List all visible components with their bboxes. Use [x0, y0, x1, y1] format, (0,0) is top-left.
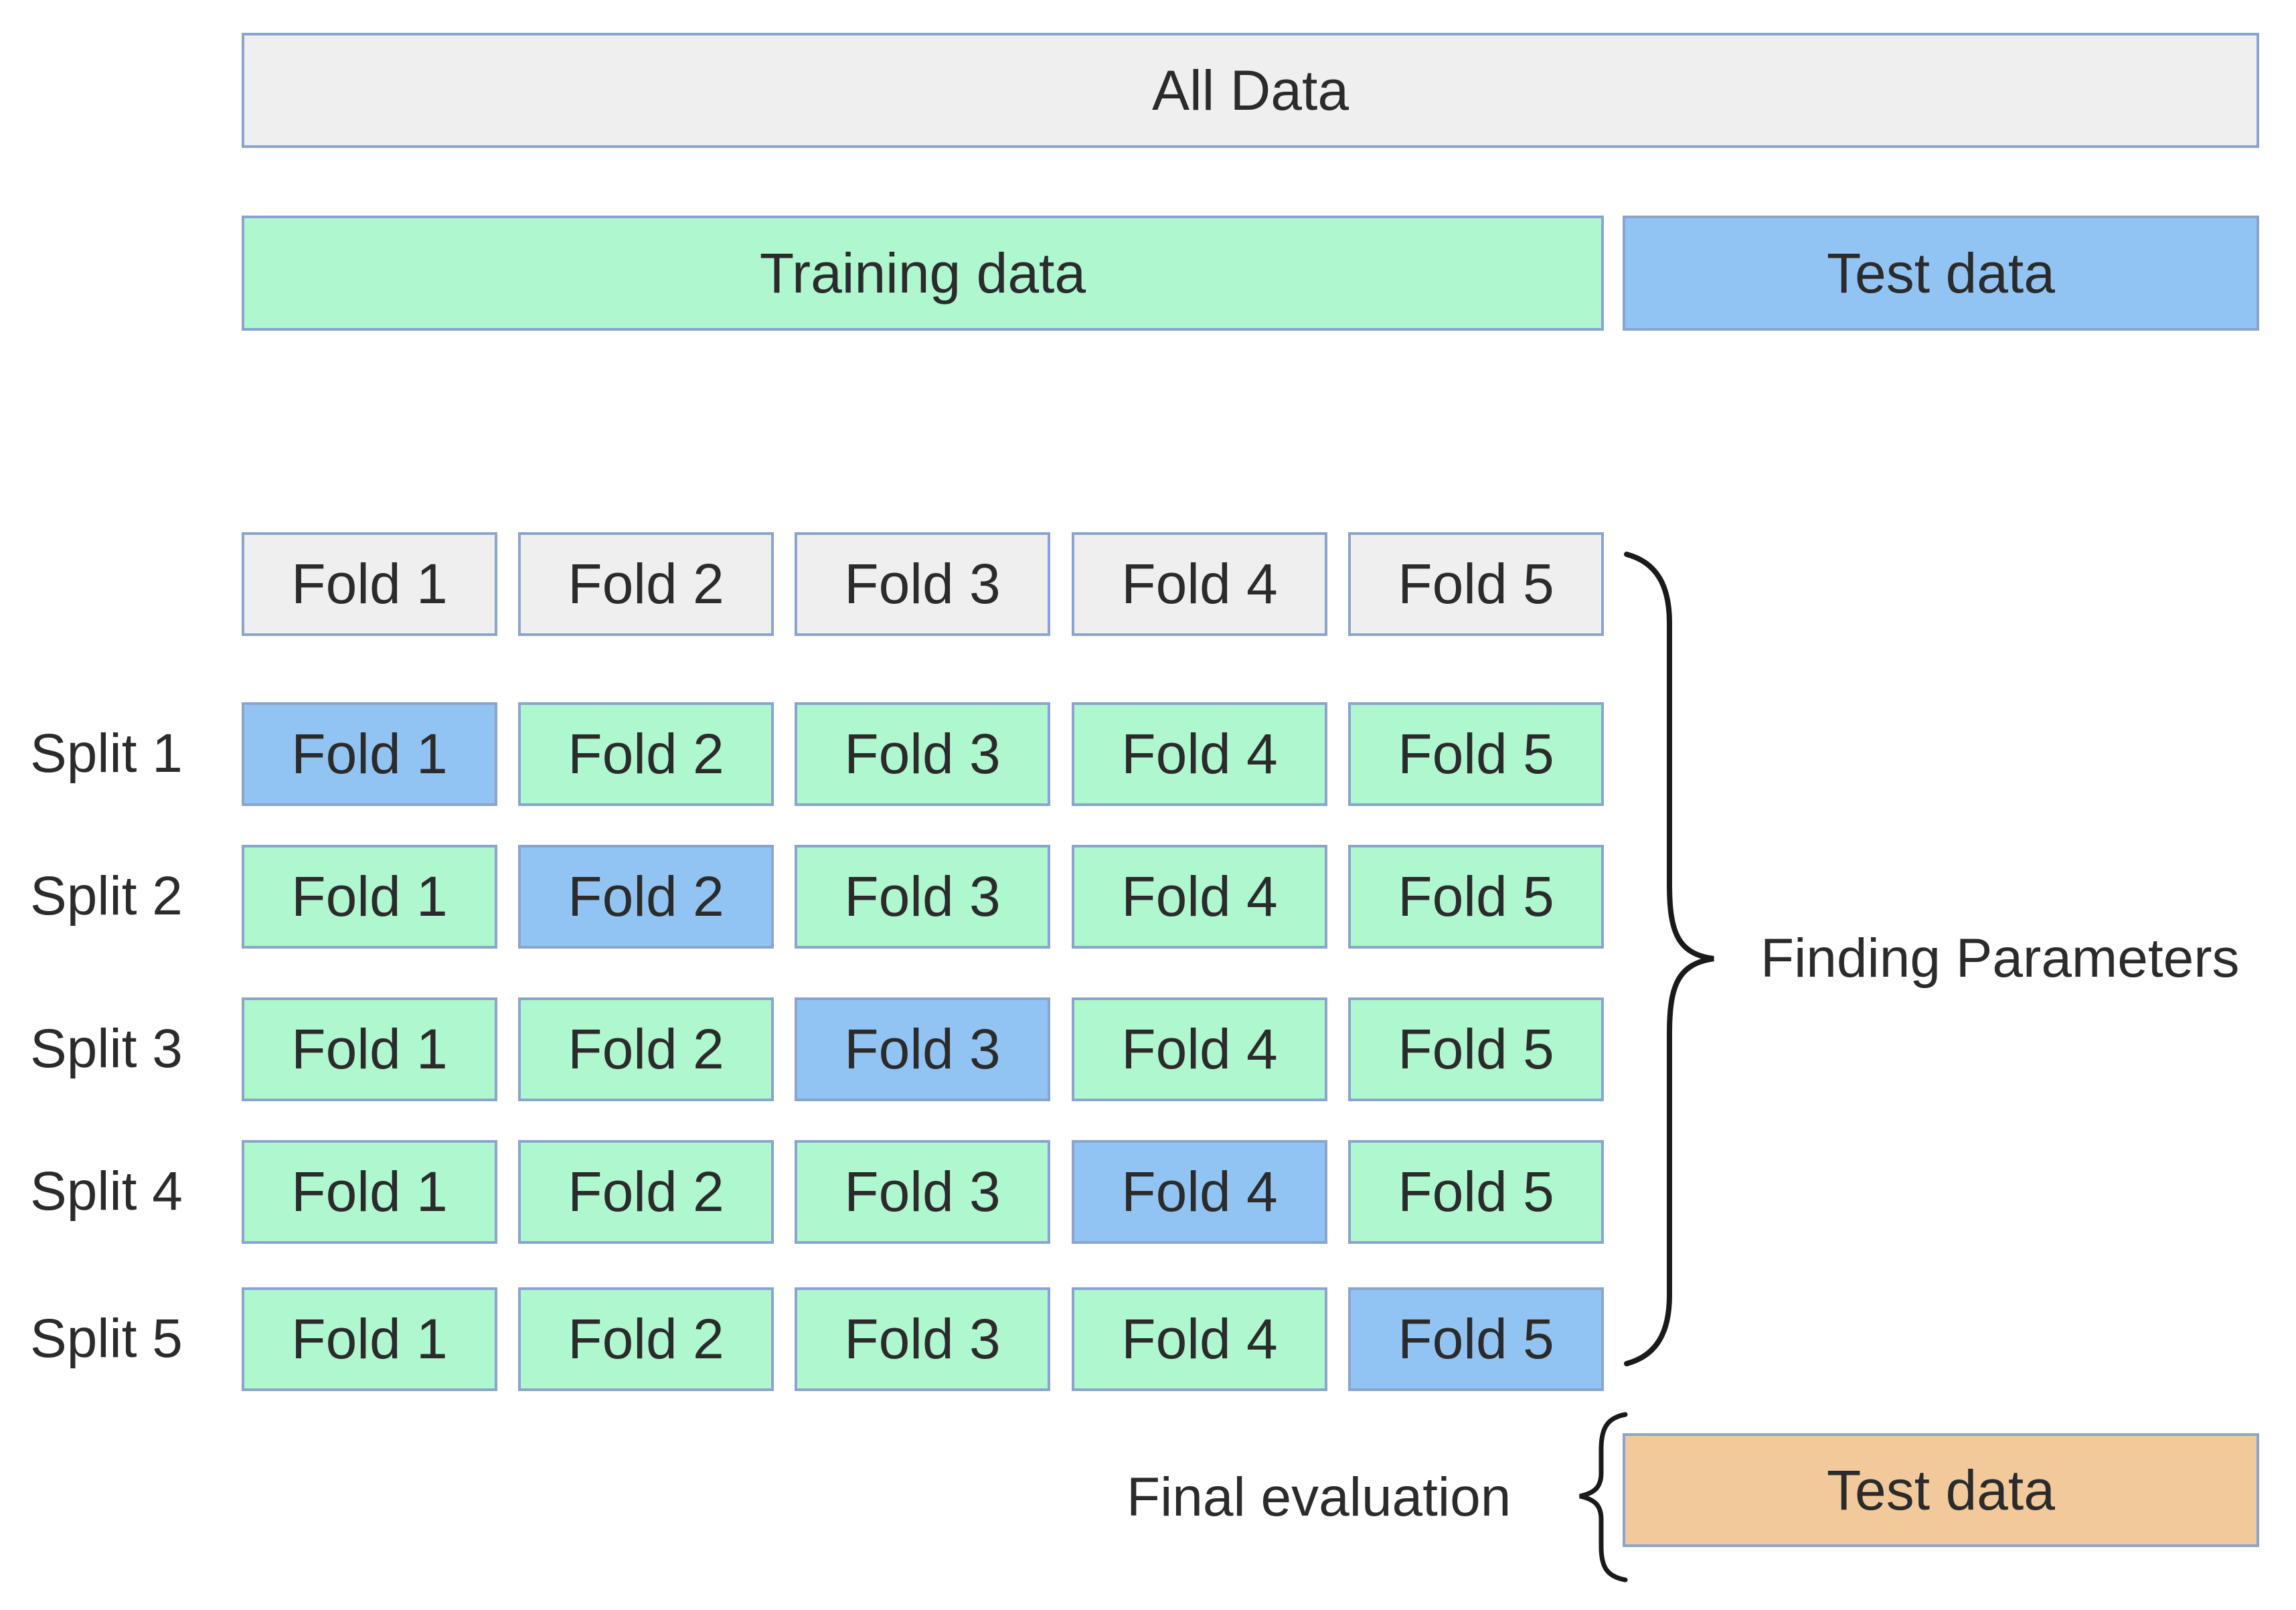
fold-label: Fold 3	[844, 1018, 1001, 1080]
training-fold-box: Fold 2	[518, 702, 774, 806]
fold-label: Fold 2	[568, 865, 724, 928]
split-label: Split 3	[30, 1018, 183, 1079]
training-fold-box: Fold 5	[1348, 845, 1604, 949]
fold-label: Fold 3	[844, 1160, 1001, 1223]
split-label: Split 4	[30, 1161, 183, 1222]
fold-label: Fold 5	[1398, 1307, 1554, 1370]
training-fold-box: Fold 4	[1072, 702, 1327, 806]
header-fold-label: Fold 2	[568, 552, 724, 615]
fold-label: Fold 4	[1121, 1307, 1278, 1370]
test-fold-box: Fold 1	[242, 702, 497, 806]
fold-label: Fold 3	[844, 1307, 1001, 1370]
test-fold-box: Fold 5	[1348, 1287, 1604, 1391]
fold-label: Fold 2	[568, 1307, 724, 1370]
split-label: Split 5	[30, 1308, 183, 1369]
training-fold-box: Fold 5	[1348, 702, 1604, 806]
training-fold-box: Fold 4	[1072, 845, 1327, 949]
training-fold-box: Fold 3	[795, 1140, 1050, 1244]
final-test-data-bar: Test data	[1623, 1433, 2259, 1547]
training-data-label: Training data	[759, 241, 1086, 305]
fold-label: Fold 3	[844, 722, 1001, 785]
final-evaluation-label: Final evaluation	[1127, 1467, 1511, 1528]
training-fold-box: Fold 1	[242, 845, 497, 949]
fold-label: Fold 2	[568, 722, 724, 785]
fold-label: Fold 5	[1398, 1018, 1554, 1080]
split-label: Split 1	[30, 723, 183, 784]
fold-label: Fold 4	[1121, 722, 1278, 785]
fold-label: Fold 1	[291, 722, 448, 785]
test-data-label: Test data	[1827, 241, 2055, 305]
split-label: Split 2	[30, 866, 183, 927]
header-fold-label: Fold 1	[291, 552, 448, 615]
test-fold-box: Fold 4	[1072, 1140, 1327, 1244]
header-fold-label: Fold 4	[1121, 552, 1278, 615]
finding-parameters-brace	[1624, 552, 1714, 1366]
test-fold-box: Fold 2	[518, 845, 774, 949]
training-fold-box: Fold 2	[518, 1287, 774, 1391]
training-fold-box: Fold 3	[795, 702, 1050, 806]
training-fold-box: Fold 1	[242, 1140, 497, 1244]
fold-label: Fold 1	[291, 1018, 448, 1080]
all-data-bar: All Data	[242, 33, 2259, 148]
header-fold-box: Fold 5	[1348, 532, 1604, 636]
training-fold-box: Fold 5	[1348, 1140, 1604, 1244]
training-fold-box: Fold 4	[1072, 1287, 1327, 1391]
all-data-label: All Data	[1151, 58, 1349, 122]
fold-label: Fold 3	[844, 865, 1001, 928]
fold-label: Fold 2	[568, 1018, 724, 1080]
finding-parameters-label: Finding Parameters	[1760, 928, 2240, 989]
test-fold-box: Fold 3	[795, 997, 1050, 1101]
training-data-bar: Training data	[242, 216, 1604, 331]
header-fold-box: Fold 4	[1072, 532, 1327, 636]
training-fold-box: Fold 4	[1072, 997, 1327, 1101]
header-fold-label: Fold 5	[1398, 552, 1554, 615]
fold-label: Fold 4	[1121, 865, 1278, 928]
fold-label: Fold 4	[1121, 1160, 1278, 1223]
header-fold-label: Fold 3	[844, 552, 1001, 615]
header-fold-box: Fold 2	[518, 532, 774, 636]
final-evaluation-brace	[1579, 1412, 1628, 1583]
test-data-bar: Test data	[1623, 216, 2259, 331]
training-fold-box: Fold 1	[242, 1287, 497, 1391]
fold-label: Fold 2	[568, 1160, 724, 1223]
fold-label: Fold 5	[1398, 1160, 1554, 1223]
fold-label: Fold 5	[1398, 865, 1554, 928]
training-fold-box: Fold 5	[1348, 997, 1604, 1101]
header-fold-box: Fold 1	[242, 532, 497, 636]
training-fold-box: Fold 2	[518, 1140, 774, 1244]
fold-label: Fold 1	[291, 1307, 448, 1370]
header-fold-box: Fold 3	[795, 532, 1050, 636]
final-test-data-label: Test data	[1827, 1458, 2055, 1522]
training-fold-box: Fold 3	[795, 1287, 1050, 1391]
fold-label: Fold 1	[291, 1160, 448, 1223]
training-fold-box: Fold 1	[242, 997, 497, 1101]
training-fold-box: Fold 3	[795, 845, 1050, 949]
training-fold-box: Fold 2	[518, 997, 774, 1101]
fold-label: Fold 5	[1398, 722, 1554, 785]
fold-label: Fold 4	[1121, 1018, 1278, 1080]
fold-label: Fold 1	[291, 865, 448, 928]
